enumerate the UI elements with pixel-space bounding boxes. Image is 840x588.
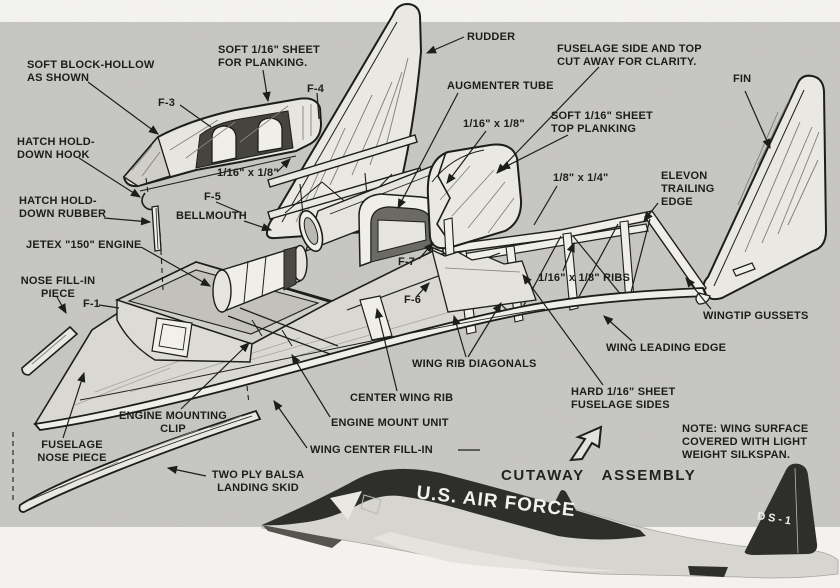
label-former-f4: F-4 bbox=[307, 83, 325, 95]
label-soft-sheet-for-planking: SOFT 1/16" SHEET FOR PLANKING. bbox=[218, 44, 320, 70]
construction-lines bbox=[12, 177, 250, 500]
label-former-f3: F-3 bbox=[158, 97, 176, 109]
label-hatch-hold-down-rubber: HATCH HOLD- DOWN RUBBER bbox=[19, 195, 107, 221]
model-photo bbox=[0, 463, 840, 588]
label-silkspan-note: NOTE: WING SURFACE COVERED WITH LIGHT WE… bbox=[682, 423, 809, 462]
label-engine-mount-unit: ENGINE MOUNT UNIT bbox=[331, 417, 449, 429]
label-center-wing-rib: CENTER WING RIB bbox=[350, 392, 454, 404]
label-engine-mounting-clip: ENGINE MOUNTING CLIP bbox=[118, 410, 228, 436]
label-elevon-trailing-edge: ELEVON TRAILING EDGE bbox=[661, 170, 715, 209]
hatch-piece-shape bbox=[122, 97, 323, 192]
label-wing-rib-diagonals: WING RIB DIAGONALS bbox=[412, 358, 537, 370]
label-wing-center-fill-in: WING CENTER FILL-IN bbox=[310, 444, 433, 456]
assembly-arrow-icon bbox=[569, 425, 603, 462]
diagram-title: CUTAWAY ASSEMBLY bbox=[501, 467, 697, 484]
label-stock-1-16x1-8-top: 1/16" x 1/8" bbox=[463, 118, 525, 130]
label-ribs-1-16x1-8: 1/16" x 1/8" RIBS bbox=[538, 272, 631, 284]
label-nose-fill-in-piece: NOSE FILL-IN PIECE bbox=[20, 275, 96, 301]
left-wing-truss bbox=[267, 134, 423, 220]
label-two-ply-landing-skid: TWO PLY BALSA LANDING SKID bbox=[211, 469, 305, 495]
fuselage-side-shape bbox=[431, 248, 537, 313]
leader-lines bbox=[56, 36, 771, 477]
label-fin: FIN bbox=[733, 73, 752, 85]
label-bellmouth: BELLMOUTH bbox=[176, 210, 247, 222]
label-stock-1-16x1-8-hatch: 1/16" x 1/8" bbox=[217, 167, 279, 179]
label-former-f5: F-5 bbox=[204, 191, 222, 203]
wingtip-fin-shape bbox=[702, 74, 828, 301]
label-rudder: RUDDER bbox=[467, 31, 516, 43]
label-fuselage-nose-piece: FUSELAGE NOSE PIECE bbox=[37, 439, 107, 465]
landing-skid-shape bbox=[18, 409, 262, 513]
label-jetex-engine: JETEX "150" ENGINE bbox=[26, 239, 142, 251]
label-wingtip-gussets: WINGTIP GUSSETS bbox=[703, 310, 809, 322]
label-hatch-hold-down-hook: HATCH HOLD- DOWN HOOK bbox=[17, 136, 95, 162]
label-augmenter-tube: AUGMENTER TUBE bbox=[447, 80, 554, 92]
nose-fill-in-shape bbox=[21, 325, 79, 376]
label-former-f1: F-1 bbox=[83, 298, 101, 310]
label-former-f6: F-6 bbox=[404, 294, 422, 306]
label-wing-leading-edge: WING LEADING EDGE bbox=[606, 342, 727, 354]
label-former-f7: F-7 bbox=[398, 256, 416, 268]
label-stock-1-8x1-4: 1/8" x 1/4" bbox=[553, 172, 609, 184]
label-soft-top-planking: SOFT 1/16" SHEET TOP PLANKING bbox=[551, 110, 653, 136]
label-soft-block-hollow: SOFT BLOCK-HOLLOW AS SHOWN bbox=[27, 59, 155, 85]
label-fuselage-cutaway-note: FUSELAGE SIDE AND TOP CUT AWAY FOR CLARI… bbox=[557, 43, 702, 69]
jetex-engine-shape bbox=[212, 244, 339, 355]
label-hard-sheet-fuselage-sides: HARD 1/16" SHEET FUSELAGE SIDES bbox=[571, 386, 676, 412]
